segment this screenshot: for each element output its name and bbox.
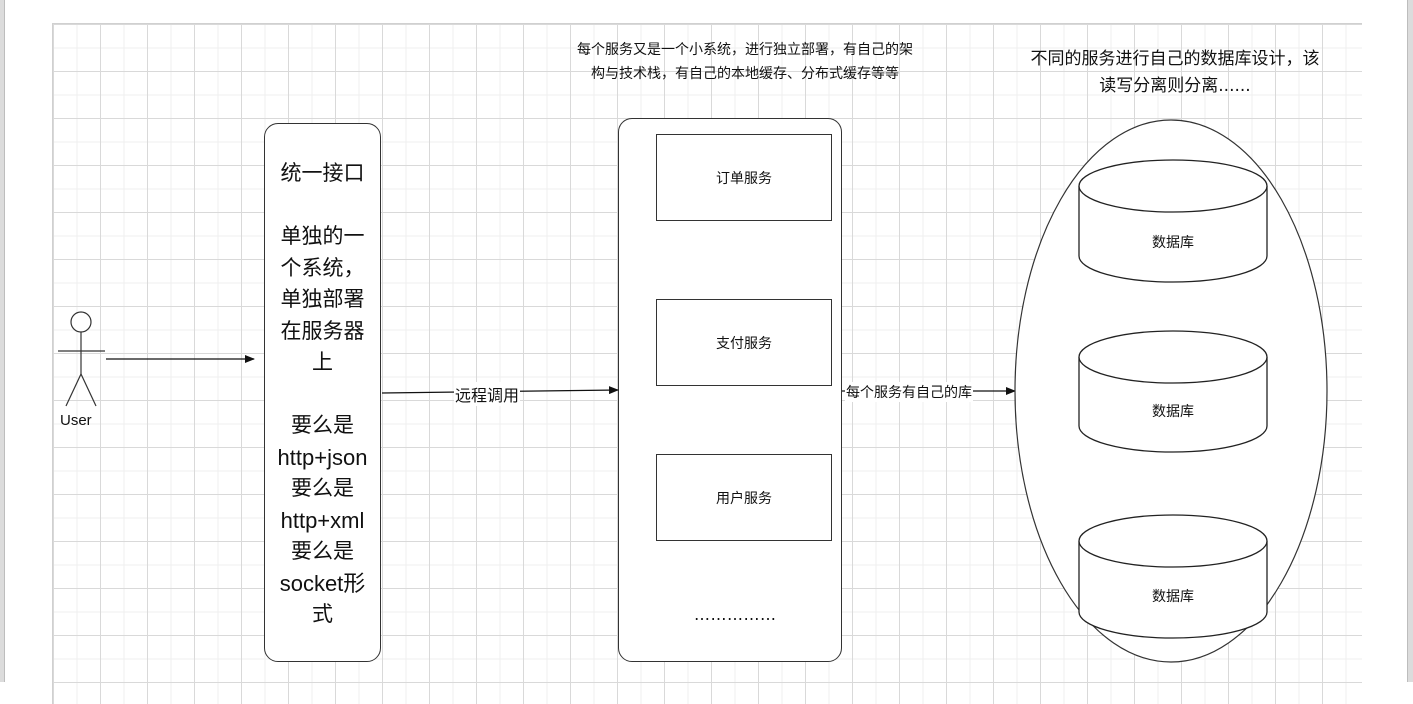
own-database-label: 每个服务有自己的库 (845, 382, 973, 402)
service-label: 用户服务 (716, 490, 772, 507)
service-user-box[interactable]: 用户服务 (656, 454, 832, 541)
user-actor-icon[interactable] (58, 311, 105, 407)
gateway-line: 要么是 (291, 476, 354, 500)
gateway-line: socket形 (279, 570, 366, 596)
gateway-line: 个系统， (280, 255, 365, 280)
diagram-shapes (58, 119, 1328, 663)
service-order-box[interactable]: 订单服务 (656, 134, 832, 221)
database-cylinder-icon[interactable] (1078, 159, 1268, 283)
service-label: 订单服务 (716, 170, 772, 187)
gateway-line: 上 (312, 350, 333, 374)
gateway-line: 统一接口 (280, 161, 365, 185)
gateway-line: 在服务器 (280, 318, 365, 343)
right-scroll-rail[interactable] (1407, 0, 1413, 682)
gateway-line: http+xml (280, 507, 365, 533)
services-note: 每个服务又是一个小系统，进行独立部署，有自己的架构与技术栈，有自己的本地缓存、分… (577, 42, 913, 82)
gateway-line: 单独部署 (280, 287, 365, 311)
database-label: 数据库 (1152, 589, 1194, 605)
databases-note: 不同的服务进行自己的数据库设计，该读写分离则分离...... (1030, 49, 1320, 96)
gateway-line: 要么是 (291, 539, 354, 563)
gateway-line: 要么是 (291, 413, 354, 437)
user-label: User (60, 412, 92, 429)
gateway-text: 统一接口 单独的一 个系统， 单独部署 在服务器 上 要么是 http+json… (265, 158, 380, 631)
database-label: 数据库 (1152, 404, 1194, 420)
gateway-line: 单独的一 (280, 224, 365, 248)
left-scroll-rail (0, 0, 5, 682)
gateway-box[interactable]: 统一接口 单独的一 个系统， 单独部署 在服务器 上 要么是 http+json… (264, 123, 381, 662)
gateway-line: http+json (277, 444, 368, 470)
database-cylinder-icon[interactable] (1078, 514, 1268, 639)
database-cylinder-icon[interactable] (1078, 330, 1268, 453)
database-label: 数据库 (1152, 235, 1194, 251)
remote-call-label: 远程调用 (454, 382, 521, 406)
service-label: 支付服务 (716, 335, 772, 352)
more-services-ellipsis: …………… (694, 605, 777, 624)
gateway-line: 式 (312, 602, 333, 626)
service-payment-box[interactable]: 支付服务 (656, 299, 832, 386)
